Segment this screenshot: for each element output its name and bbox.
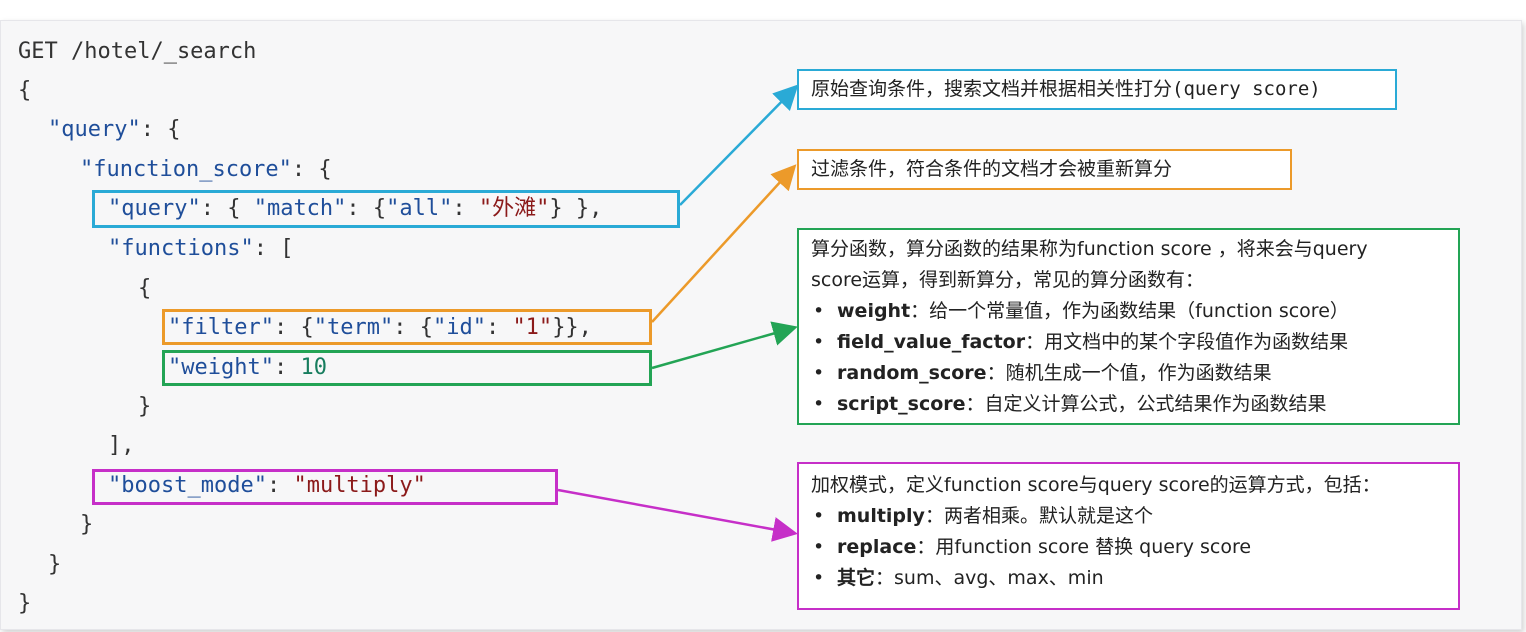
code-line-filter: "filter": {"term": {"id": "1"}},: [168, 315, 592, 340]
code-line-function-score-close: }: [80, 512, 94, 537]
arrow-boost: [557, 488, 798, 542]
note-query-text: 原始查询条件，搜索文档并根据相关性打分: [811, 78, 1173, 100]
arrow-filter: [651, 164, 797, 323]
note-functions-item: field_value_factor：用文档中的某个字段值作为函数结果: [811, 327, 1446, 358]
note-boost-item: replace：用function score 替换 query score: [811, 532, 1446, 563]
note-functions-intro-1: 算分函数，算分函数的结果称为function score ，将来会与query: [811, 238, 1368, 260]
code-line-request: GET /hotel/_search: [18, 39, 257, 64]
code-line-function-open: {: [138, 276, 152, 301]
code-line-query-close: }: [48, 552, 62, 577]
note-boost-item: 其它：sum、avg、max、min: [811, 563, 1446, 594]
note-filter: 过滤条件，符合条件的文档才会被重新算分: [797, 149, 1292, 190]
code-line-function-score: "function_score": {: [80, 157, 332, 182]
note-boost-mode: 加权模式，定义function score与query score的运算方式，包…: [797, 462, 1460, 610]
arrow-weight: [651, 321, 798, 370]
code-line-query: "query": {: [48, 117, 181, 142]
arrow-query: [679, 84, 799, 206]
code-line-inner-query: "query": { "match": {"all": "外滩"} },: [108, 196, 603, 221]
code-line-weight: "weight": 10: [168, 355, 327, 380]
code-line-close: }: [18, 591, 32, 616]
note-boost-item: multiply：两者相乘。默认就是这个: [811, 501, 1446, 532]
code-line-boost-mode: "boost_mode": "multiply": [108, 473, 426, 498]
code-line-functions: "functions": [: [108, 236, 294, 261]
code-line-functions-close: ],: [108, 433, 135, 458]
note-functions-item: script_score：自定义计算公式，公式结果作为函数结果: [811, 389, 1446, 420]
highlight-boost-mode: [92, 469, 558, 505]
note-boost-intro: 加权模式，定义function score与query score的运算方式，包…: [811, 474, 1381, 496]
highlight-weight: [162, 350, 652, 386]
note-functions-item: weight：给一个常量值，作为函数结果（function score）: [811, 296, 1446, 327]
note-functions-intro-2: score运算，得到新算分，常见的算分函数有：: [811, 269, 1205, 291]
code-line-function-close: }: [138, 394, 152, 419]
note-query: 原始查询条件，搜索文档并根据相关性打分(query score): [797, 69, 1397, 110]
note-query-mono: (query score): [1172, 78, 1321, 100]
highlight-filter: [162, 309, 652, 345]
highlight-query: [92, 190, 680, 228]
note-functions-item: random_score：随机生成一个值，作为函数结果: [811, 358, 1446, 389]
note-filter-text: 过滤条件，符合条件的文档才会被重新算分: [811, 158, 1173, 180]
code-line-open: {: [18, 78, 32, 103]
note-functions: 算分函数，算分函数的结果称为function score ，将来会与query …: [797, 228, 1460, 425]
